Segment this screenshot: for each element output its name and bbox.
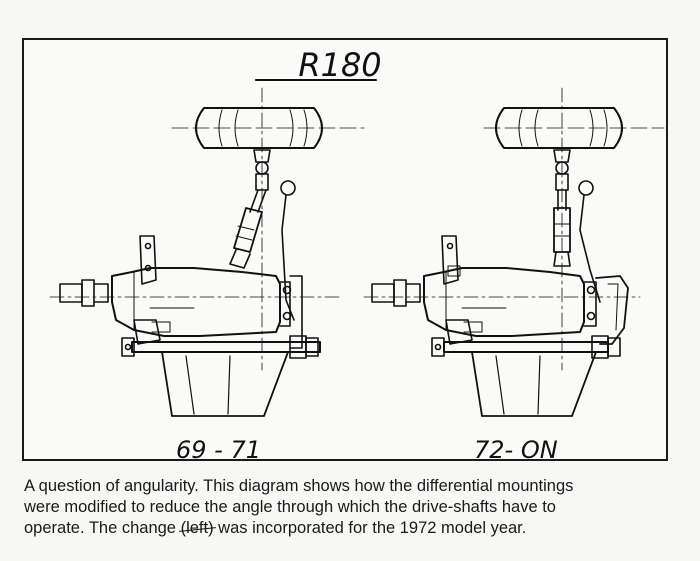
right-mount-bracket [441,235,459,285]
left-label: 69 - 71 [176,436,261,463]
diagram-title: R180 [298,46,381,84]
diagram-frame: R180 [22,38,668,463]
left-wheel-tread [218,109,308,147]
left-hanger-rod [281,194,295,321]
left-stub-collar [93,283,109,303]
right-lower-joint [553,251,571,267]
left-skirt-ribs [185,355,231,415]
left-mount-skirt [161,351,289,417]
left-shaft-yoke [255,173,269,191]
left-mount-plate [289,275,303,349]
right-crossmember-nut-left [431,337,445,357]
right-shaft-yoke [555,173,569,191]
right-crossmember-nut-right [607,337,621,357]
right-crossmember-bushing [591,335,609,359]
left-crossmember-bushing [289,335,307,359]
left-crossmember-nut-right [305,337,319,357]
right-hanger-rod [579,194,601,303]
right-lower-bracket [445,319,473,345]
left-cover-flange [279,281,291,327]
right-bracket-hole-1 [446,242,454,250]
left-shaft-neck [249,189,267,213]
left-cover-bolt-2 [282,311,292,321]
left-hanger-ring [280,180,296,196]
caption-line-3-end: was incorporated for the 1972 model year… [213,519,527,537]
right-shaft-neck [557,189,567,211]
right-boot-ribs [553,223,571,237]
right-stub-collar [405,283,421,303]
right-wheel-tread [518,109,608,147]
left-assembly-69-71: 69 - 71 [49,87,365,463]
right-wheel [495,107,623,149]
left-cover-bolt-1 [282,285,292,295]
right-crossmember [443,341,609,353]
left-lower-bracket-tab [151,321,171,333]
left-stub-flange [81,279,95,307]
right-skirt-ribs [495,355,541,415]
right-cover-bolt-2 [586,311,596,321]
left-crossmember-nut-left [121,337,135,357]
left-upper-joint [253,149,271,163]
right-cover-flange [583,281,597,327]
right-angled-mount-web [607,283,619,331]
differential-mounting-diagram: R180 [49,46,665,463]
right-upper-joint [553,149,571,163]
caption-line-2: were modified to reduce the angle throug… [24,498,556,516]
figure-caption: A question of angularity. This diagram s… [24,476,684,539]
right-angled-mount [595,275,629,345]
caption-line-1: A question of angularity. This diagram s… [24,477,574,495]
right-cover-bolt-1 [586,285,596,295]
right-bracket-tab [447,265,461,277]
right-differential-housing [423,267,585,337]
left-bracket-hole-1 [144,242,152,250]
left-lower-joint [229,249,251,269]
left-stub-shaft [59,283,83,303]
right-stub-flange [393,279,407,307]
right-drive-shaft-boot [553,207,571,253]
left-lower-bracket [133,319,161,345]
right-label: 72- ON [474,436,558,463]
caption-line-3-start: operate. The change [24,519,181,537]
left-bolt-head [124,343,132,351]
left-wheel [195,107,323,149]
left-mount-bracket [139,235,157,285]
right-bolt-head [434,343,442,351]
right-hanger-ring [578,180,594,196]
left-boot-ribs [235,225,255,241]
left-drive-shaft-boot [233,207,263,253]
caption-line-3: operate. The change (left) was incorpora… [24,518,684,539]
right-stub-shaft [371,283,395,303]
right-assembly-72-on: 72- ON [363,87,665,463]
right-mount-skirt [471,351,597,417]
left-crossmember [131,341,321,353]
right-lower-bracket-tab [463,321,483,333]
caption-struck-word: (left) [180,519,214,537]
left-differential-housing [111,267,281,337]
